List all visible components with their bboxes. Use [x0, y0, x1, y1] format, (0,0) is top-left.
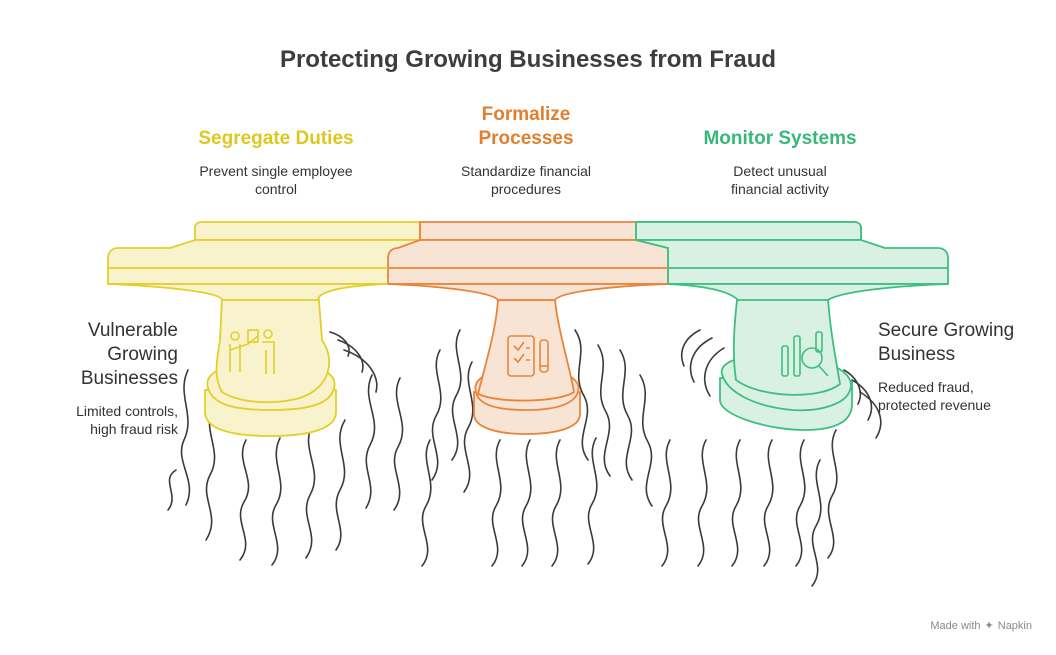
bridge-deck: [107, 221, 949, 301]
pillar-monitor-systems: [719, 291, 853, 431]
people-handoff-icon: [229, 329, 275, 374]
pillar-desc-segregate-duties: Prevent single employee control: [199, 163, 353, 197]
page-title: Protecting Growing Businesses from Fraud: [279, 46, 777, 73]
magnifier-chart-icon: [781, 331, 829, 377]
pillar-desc-monitor-systems: Detect unusual financial activity: [730, 163, 830, 197]
pillar-title-segregate-duties: Segregate Duties: [198, 128, 354, 149]
pillar-title-formalize-processes: Formalize Processes: [478, 104, 574, 149]
pillar-desc-formalize-processes: Standardize financial procedures: [461, 163, 591, 197]
footer-watermark: Made with ✦ Napkin: [930, 619, 1032, 633]
made-with-label: Made with: [930, 619, 981, 632]
right-title: Secure Growing Business: [878, 320, 1015, 365]
napkin-brand: Napkin: [997, 619, 1032, 632]
wavy-lines: [167, 329, 882, 587]
napkin-logo-icon: ✦: [984, 620, 994, 632]
left-title: Vulnerable Growing Businesses: [80, 320, 178, 389]
pillar-title-monitor-systems: Monitor Systems: [703, 128, 857, 149]
pillar-formalize-processes: [473, 299, 581, 435]
right-description: Reduced fraud, protected revenue: [878, 379, 991, 413]
pillar-segregate-duties: [204, 287, 337, 437]
left-description: Limited controls, high fraud risk: [76, 403, 178, 437]
checklist-pen-icon: [507, 335, 549, 377]
